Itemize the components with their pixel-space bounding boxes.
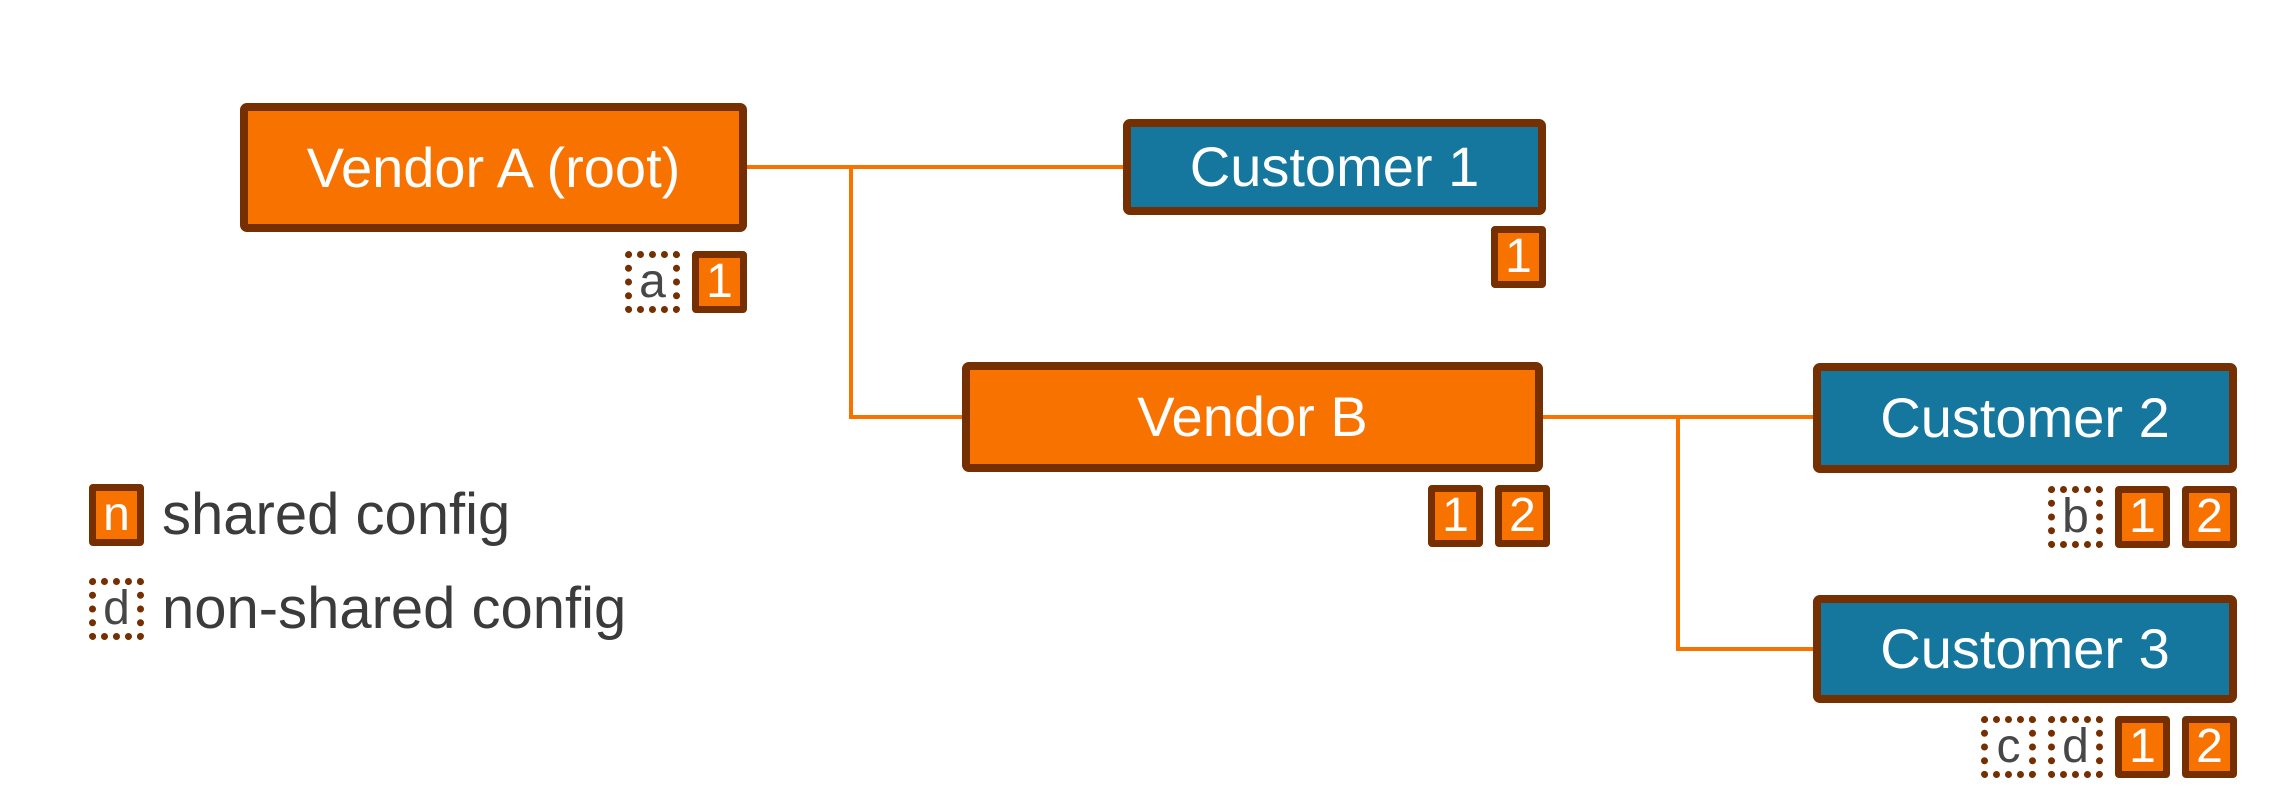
node-customer-1: Customer 1 <box>1123 119 1546 215</box>
node-vendor-a: Vendor A (root) <box>240 103 747 232</box>
badge-row-customer-3: c d 1 2 <box>1981 716 2237 778</box>
legend-item-shared-config: n shared config <box>89 484 626 546</box>
badge-row-customer-2: b 1 2 <box>2048 486 2237 548</box>
legend: n shared config d non-shared config <box>89 484 626 640</box>
node-customer-3: Customer 3 <box>1813 595 2237 703</box>
badge-shared: 1 <box>2115 716 2170 778</box>
legend-item-non-shared-config: d non-shared config <box>89 578 626 640</box>
edge-vendor-b-to-customer-3-vertical <box>1676 415 1680 651</box>
node-customer-2: Customer 2 <box>1813 363 2237 473</box>
badge-shared: 2 <box>2182 486 2237 548</box>
badge-shared: 1 <box>1428 485 1483 547</box>
node-vendor-b: Vendor B <box>962 362 1543 472</box>
edge-vendor-a-to-vendor-b-horizontal <box>849 415 966 419</box>
badge-non-shared: b <box>2048 486 2103 548</box>
badge-shared: 2 <box>1495 485 1550 547</box>
legend-label: shared config <box>162 482 511 547</box>
badge-non-shared: a <box>625 251 680 313</box>
edge-vendor-a-to-customer-1 <box>745 165 1127 169</box>
legend-shared-badge: n <box>89 484 144 546</box>
node-label: Vendor B <box>1137 385 1368 448</box>
badge-row-vendor-b: 1 2 <box>1428 485 1550 547</box>
badge-shared: 1 <box>1491 226 1546 288</box>
node-label: Customer 2 <box>1880 386 2170 449</box>
node-label: Vendor A (root) <box>306 135 681 199</box>
node-label: Customer 3 <box>1880 617 2170 680</box>
badge-non-shared: c <box>1981 716 2036 778</box>
badge-non-shared: d <box>2048 716 2103 778</box>
node-label: Customer 1 <box>1189 135 1480 198</box>
badge-shared: 2 <box>2182 716 2237 778</box>
edge-vendor-b-to-customer-3-horizontal <box>1676 647 1817 651</box>
badge-shared: 1 <box>692 251 747 313</box>
badge-row-vendor-a: a 1 <box>625 251 747 313</box>
badge-shared: 1 <box>2115 486 2170 548</box>
edge-vendor-a-to-vendor-b-vertical <box>849 165 853 419</box>
legend-non-shared-badge: d <box>89 578 144 640</box>
legend-label: non-shared config <box>162 576 627 641</box>
badge-row-customer-1: 1 <box>1491 226 1546 288</box>
